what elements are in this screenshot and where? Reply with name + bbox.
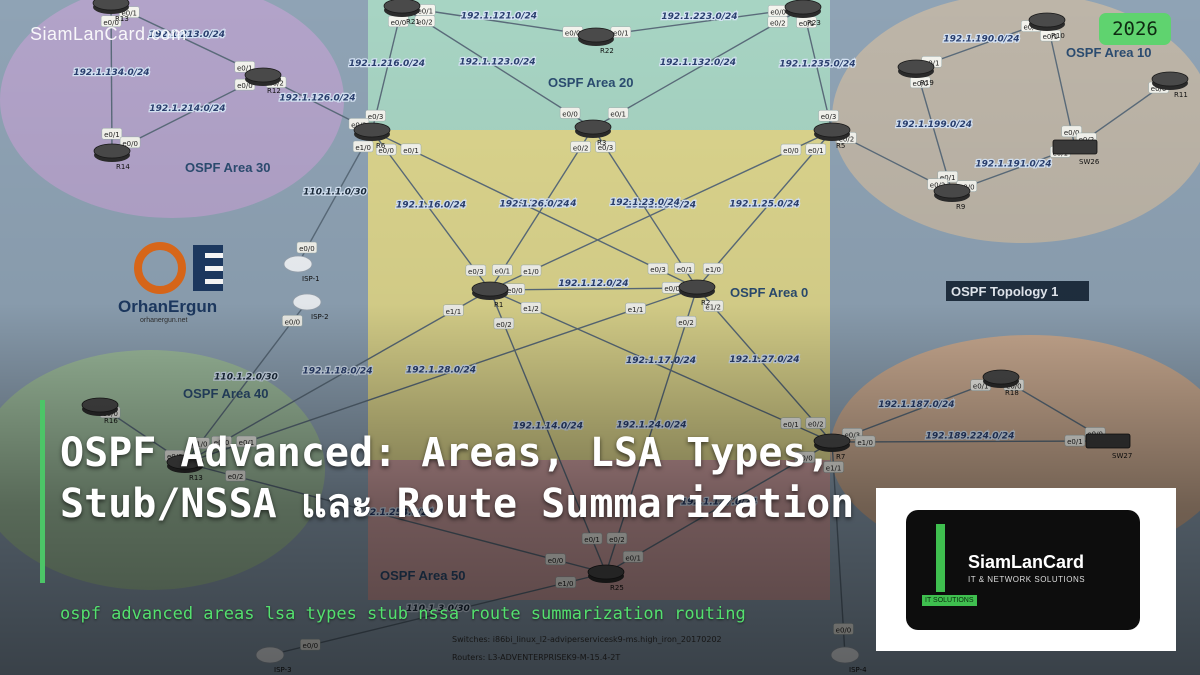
article-headline: OSPF Advanced: Areas, LSA Types, Stub/NS…: [60, 430, 855, 527]
brand-logo-panel: IT SOLUTIONS SiamLanCard IT & NETWORK SO…: [876, 488, 1176, 651]
brand-logo-bar-icon: [936, 524, 945, 592]
brand-logo-card: IT SOLUTIONS SiamLanCard IT & NETWORK SO…: [906, 510, 1140, 630]
brand-tagline: IT & NETWORK SOLUTIONS: [968, 575, 1086, 584]
keyword-tags: ospf advanced areas lsa types stub nssa …: [60, 604, 746, 624]
brand-badge: IT SOLUTIONS: [922, 595, 977, 606]
year-badge: 2026: [1099, 13, 1171, 45]
headline-accent-bar: [40, 400, 45, 583]
brand-name: SiamLanCard: [968, 552, 1085, 572]
site-watermark: SiamLanCard.com: [30, 24, 187, 44]
